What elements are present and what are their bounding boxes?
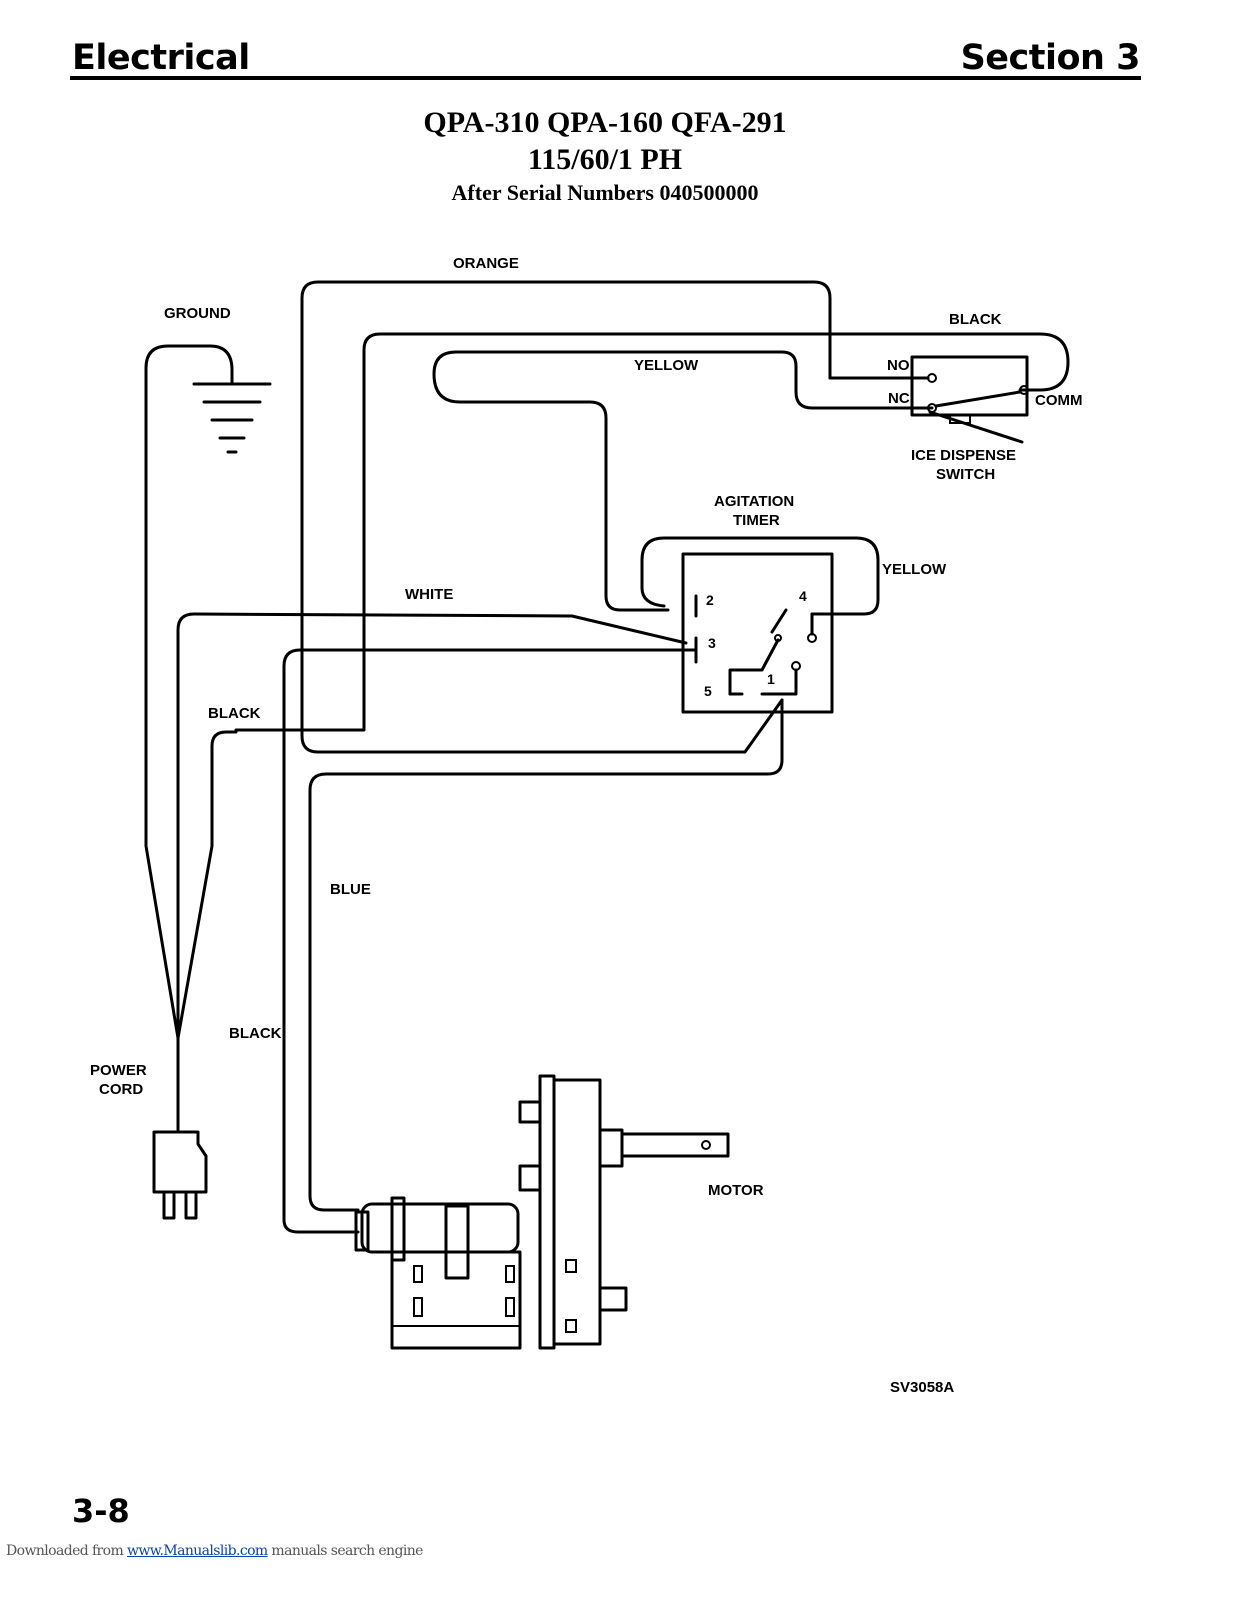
- black-wire-comm: [234, 332, 1070, 732]
- label-comm: COMM: [1035, 392, 1083, 409]
- label-timer: TIMER: [733, 512, 780, 529]
- label-motor: MOTOR: [708, 1182, 764, 1199]
- label-ice-dispense: ICE DISPENSE: [911, 447, 1016, 464]
- timer-pin-2: 2: [706, 592, 714, 608]
- label-black-top: BLACK: [949, 311, 1002, 328]
- label-white: WHITE: [405, 586, 453, 603]
- black-wire-motor: [282, 648, 698, 1234]
- page-number: 3-8: [72, 1492, 130, 1530]
- label-black-low: BLACK: [229, 1025, 282, 1042]
- drawing-number: SV3058A: [890, 1379, 954, 1396]
- timer-pin-5: 5: [704, 683, 712, 699]
- section-number: Section 3: [960, 38, 1141, 78]
- label-yellow-right: YELLOW: [882, 561, 947, 578]
- label-ground: GROUND: [164, 305, 231, 322]
- orange-wire: [300, 280, 832, 754]
- label-orange: ORANGE: [453, 255, 519, 272]
- yellow-wire-top: [432, 350, 934, 612]
- diagram-title-models: QPA-310 QPA-160 QFA-291: [423, 106, 787, 139]
- header-rule: [70, 76, 1141, 80]
- black-wire-cord: [176, 730, 238, 1040]
- ground-wire: [144, 344, 234, 1040]
- label-black-mid: BLACK: [208, 705, 261, 722]
- white-wire: [176, 612, 688, 1040]
- manualslib-link[interactable]: www.Manualslib.com: [127, 1543, 268, 1559]
- label-cord: CORD: [99, 1081, 143, 1098]
- label-blue: BLUE: [330, 881, 371, 898]
- blue-wire: [308, 698, 784, 1212]
- timer-pin-3: 3: [708, 635, 716, 651]
- section-title: Electrical: [72, 38, 250, 78]
- power-cord-plug: [152, 1036, 208, 1220]
- timer-pin-4: 4: [799, 588, 807, 604]
- ground-symbol: [192, 382, 272, 454]
- label-yellow-top: YELLOW: [634, 357, 699, 374]
- label-power: POWER: [90, 1062, 147, 1079]
- motor: [354, 1074, 730, 1350]
- label-no: NO: [887, 357, 910, 374]
- diagram-title-serial: After Serial Numbers 040500000: [451, 180, 759, 205]
- label-switch: SWITCH: [936, 466, 995, 483]
- footer-prefix: Downloaded from: [6, 1543, 127, 1559]
- label-agitation: AGITATION: [714, 493, 794, 510]
- yellow-wire-timer: [640, 536, 880, 616]
- footer: Downloaded from www.Manualslib.com manua…: [6, 1543, 423, 1559]
- ice-dispense-switch: [910, 355, 1029, 444]
- diagram-title-power: 115/60/1 PH: [527, 143, 683, 176]
- label-nc: NC: [888, 390, 910, 407]
- timer-pin-1: 1: [767, 671, 775, 687]
- agitation-timer: [681, 552, 834, 714]
- footer-suffix: manuals search engine: [267, 1543, 423, 1559]
